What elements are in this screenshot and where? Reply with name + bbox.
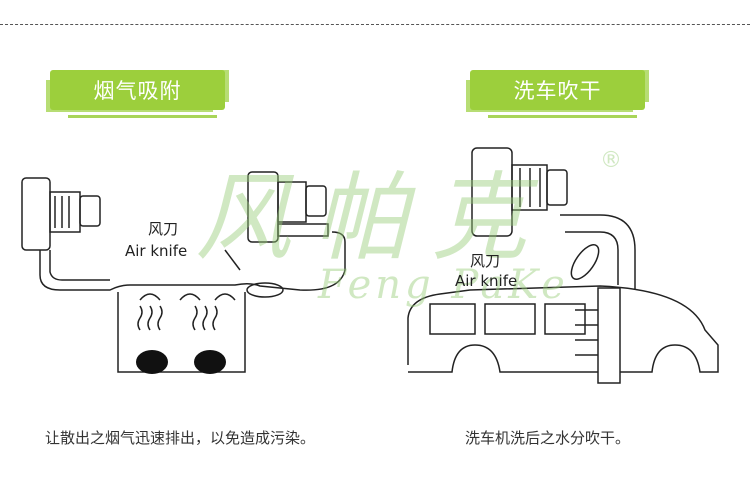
burners <box>136 350 226 374</box>
section-title-carwash: 洗车吹干 <box>470 70 645 118</box>
caption-carwash: 洗车机洗后之水分吹干。 <box>465 429 631 447</box>
air-knife-right <box>570 244 600 280</box>
dashed-divider <box>0 24 750 25</box>
air-knife-left <box>246 282 284 298</box>
section-title-smoke: 烟气吸附 <box>50 70 225 118</box>
blower-left-2 <box>247 171 329 243</box>
car-body <box>407 285 719 373</box>
blower-left <box>21 177 101 251</box>
watermark-cn: 风帕克 <box>195 162 549 274</box>
smoke-box <box>117 292 246 373</box>
air-knife-label-cn-right: 风刀 <box>470 252 501 270</box>
watermark-en: Feng PaKe <box>318 262 569 308</box>
air-knife-label-en-left: Air knife <box>125 242 188 260</box>
registered-mark: ® <box>600 148 622 173</box>
air-knife-label-cn-left: 风刀 <box>148 220 179 238</box>
air-knife-label-en-right: Air knife <box>455 272 518 290</box>
blower-right <box>471 147 568 237</box>
caption-smoke: 让散出之烟气迅速排出，以免造成污染。 <box>45 429 316 447</box>
